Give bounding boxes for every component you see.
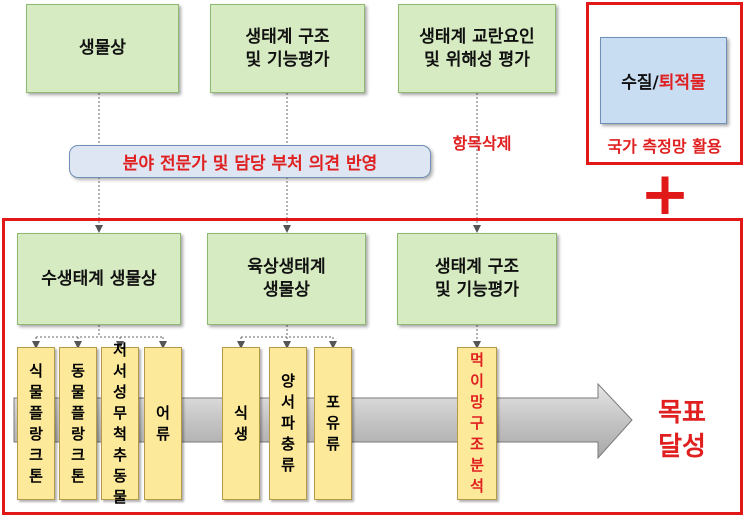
aquatic-biota-box: 수생태계 생물상 — [17, 233, 181, 325]
terrestrial-biota-label: 육상생태계 생물상 — [247, 257, 326, 300]
aquatic-biota-label: 수생태계 생물상 — [41, 268, 157, 289]
national-network-frame — [586, 2, 743, 165]
biota-label: 생물상 — [79, 38, 126, 58]
disturbance-eval-label: 생태계 교란요인 및 위해성 평가 — [419, 26, 535, 70]
disturbance-eval-box: 생태계 교란요인 및 위해성 평가 — [398, 4, 556, 93]
expert-opinion-banner: 분야 전문가 및 담당 부처 의견 반영 — [69, 145, 431, 178]
water-label: 수질/ — [621, 73, 659, 93]
national-network-caption: 국가 측정망 활용 — [588, 132, 741, 158]
item-deleted-label: 항목삭제 — [440, 130, 524, 154]
structure-eval-label: 생태계 구조 및 기능평가 — [245, 26, 330, 70]
goal-achieved-text: 목표 달성 — [658, 398, 706, 462]
structure-eval-box: 생태계 구조 및 기능평가 — [210, 4, 365, 93]
goal-achieved: 목표 달성 — [637, 395, 727, 465]
structure-function-label: 생태계 구조 및 기능평가 — [434, 257, 520, 300]
target-frame — [2, 218, 743, 515]
expert-opinion-text: 분야 전문가 및 담당 부처 의견 반영 — [122, 154, 378, 174]
terrestrial-biota-box: 육상생태계 생물상 — [207, 233, 366, 325]
item-deleted-text: 항목삭제 — [452, 134, 512, 153]
sediment-label: 퇴적물 — [658, 73, 706, 93]
plus-sign: + — [639, 159, 691, 229]
water-sediment-box: 수질/퇴적물 — [600, 37, 727, 124]
national-network-text: 국가 측정망 활용 — [607, 137, 722, 156]
biota-box: 생물상 — [26, 4, 179, 93]
plus-icon: + — [639, 159, 691, 229]
structure-function-box: 생태계 구조 및 기능평가 — [397, 233, 557, 325]
